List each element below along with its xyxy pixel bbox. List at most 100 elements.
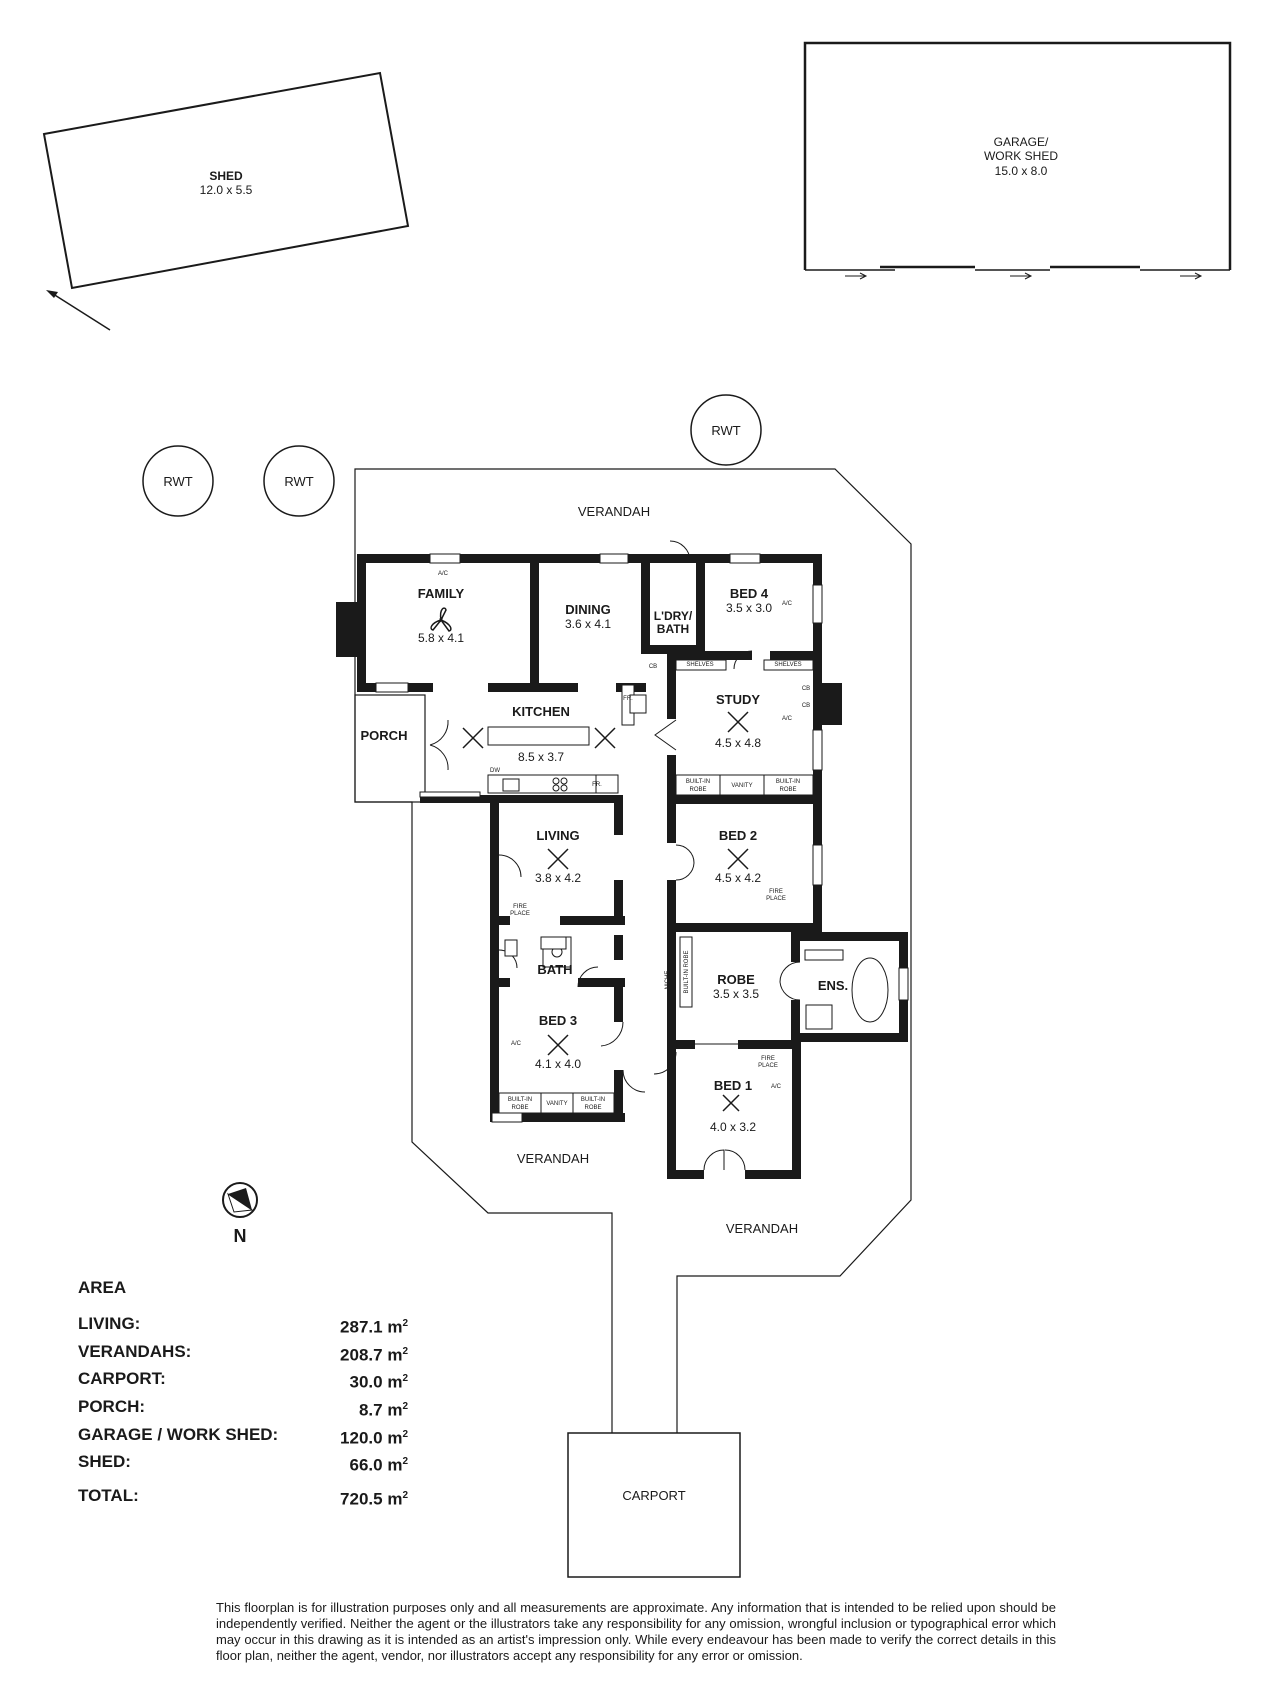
ceiling-fan-icon	[430, 607, 749, 1112]
ac-label: A/C	[771, 1084, 782, 1090]
built-ins	[498, 659, 889, 1114]
area-row-label: PORCH:	[78, 1396, 146, 1416]
fireplace-label: PLACE	[766, 896, 786, 902]
fireplace-label: FIRE	[761, 1056, 775, 1062]
garage-size: 15.0 x 8.0	[995, 164, 1048, 178]
windows	[375, 553, 909, 1123]
ac-label: A/C	[511, 1041, 522, 1047]
built-in-robe-label: BUILT-IN ROBE	[684, 951, 690, 994]
room-bath-label: BATH	[537, 962, 572, 977]
robe-label: ROBE	[689, 787, 706, 793]
doors	[429, 540, 801, 1171]
built-in-label: BUILT-IN	[581, 1097, 605, 1103]
room-bed4-size: 3.5 x 3.0	[726, 601, 772, 615]
room-robe-label: ROBE	[717, 972, 755, 987]
rainwater-tank: RWT	[690, 394, 762, 466]
room-robe-size: 3.5 x 3.5	[713, 987, 759, 1001]
ac-label: A/C	[782, 716, 793, 722]
cb-label: CB	[649, 664, 657, 670]
area-row: CARPORT: 30.0 m2	[78, 1367, 408, 1395]
room-living-label: LIVING	[536, 828, 579, 843]
rwt-label: RWT	[163, 474, 192, 489]
verandah-label: VERANDAH	[578, 504, 650, 519]
built-in-label: BUILT-IN	[776, 779, 800, 785]
room-family-size: 5.8 x 4.1	[418, 631, 464, 645]
porch-outline	[354, 694, 426, 803]
room-laundry-label-1: L'DRY/	[654, 609, 693, 623]
area-row: SHED: 66.0 m2	[78, 1450, 408, 1478]
carport-outline	[567, 1432, 741, 1578]
compass-north-label: N	[234, 1226, 247, 1246]
room-bed2-label: BED 2	[719, 828, 757, 843]
area-row: PORCH: 8.7 m2	[78, 1395, 408, 1423]
room-kitchen-size: 8.5 x 3.7	[518, 750, 564, 764]
area-row-label: LIVING:	[78, 1314, 141, 1333]
vanity-label: VANITY	[546, 1101, 567, 1107]
room-porch-label: PORCH	[361, 728, 408, 743]
ac-label: A/C	[782, 601, 793, 607]
area-row-label: SHED:	[78, 1452, 131, 1472]
room-dining-size: 3.6 x 4.1	[565, 617, 611, 631]
direction-arrow	[46, 290, 111, 331]
rwt-label: RWT	[711, 423, 740, 438]
room-dining-label: DINING	[565, 602, 611, 617]
fireplace-label: PLACE	[758, 1063, 778, 1069]
rainwater-tank: RWT	[142, 445, 214, 517]
shed-label: SHED	[209, 169, 243, 183]
room-laundry-label-2: BATH	[657, 622, 689, 636]
kitchen-bench	[487, 684, 647, 794]
area-total-row: TOTAL: 720.5 m2	[78, 1484, 408, 1512]
fireplace-label: PLACE	[510, 911, 530, 917]
area-row: GARAGE / WORK SHED: 120.0 m2	[78, 1423, 408, 1451]
area-row-value: 66.0 m2	[349, 1455, 408, 1475]
robe-label: ROBE	[779, 787, 796, 793]
room-bed3-size: 4.1 x 4.0	[535, 1057, 581, 1071]
verandah-label: VERANDAH	[517, 1151, 589, 1166]
compass-icon	[222, 1182, 258, 1218]
ac-label: A/C	[438, 571, 449, 577]
room-bed2-size: 4.5 x 4.2	[715, 871, 761, 885]
area-summary: AREA LIVING: 287.1 m2 VERANDAHS: 208.7 m…	[78, 1278, 408, 1512]
shelves-label: SHELVES	[774, 662, 801, 668]
cb-label: CB	[802, 703, 810, 709]
room-bed1-size: 4.0 x 3.2	[710, 1120, 756, 1134]
room-study-label: STUDY	[716, 692, 760, 707]
fridge-label: FR.	[623, 696, 633, 702]
fireplace-label: FIRE	[769, 889, 783, 895]
area-total-label: TOTAL:	[78, 1485, 139, 1505]
garage-label-line2: WORK SHED	[984, 149, 1058, 163]
garage-label-line1: GARAGE/	[994, 135, 1049, 149]
room-family-label: FAMILY	[418, 586, 465, 601]
fireplace-label: FIRE	[513, 904, 527, 910]
room-bed3-label: BED 3	[539, 1013, 577, 1028]
robe-label: ROBE	[584, 1105, 601, 1111]
area-total-value: 720.5 m2	[340, 1489, 408, 1509]
niche-label: NICHE	[665, 971, 671, 990]
carport-label: CARPORT	[622, 1488, 685, 1503]
area-row-value: 120.0 m2	[340, 1428, 408, 1448]
verandah-label: VERANDAH	[726, 1221, 798, 1236]
area-row-label: VERANDAHS:	[78, 1341, 192, 1361]
room-bed1-label: BED 1	[714, 1078, 752, 1093]
room-study-size: 4.5 x 4.8	[715, 736, 761, 750]
area-row-value: 287.1 m2	[340, 1317, 408, 1337]
area-heading: AREA	[78, 1278, 127, 1297]
fridge-label: FR.	[592, 782, 602, 788]
robe-label: ROBE	[511, 1105, 528, 1111]
garage-work-shed: GARAGE/ WORK SHED 15.0 x 8.0	[803, 41, 1232, 280]
area-row-value: 208.7 m2	[340, 1345, 408, 1365]
area-row-value: 8.7 m2	[358, 1400, 408, 1420]
disclaimer-text: This floorplan is for illustration purpo…	[216, 1600, 1056, 1663]
dishwasher-label: DW	[490, 768, 500, 774]
vanity-label: VANITY	[731, 783, 752, 789]
area-row: VERANDAHS: 208.7 m2	[78, 1340, 408, 1368]
area-row: LIVING: 287.1 m2	[78, 1312, 408, 1340]
built-in-label: BUILT-IN	[686, 779, 710, 785]
cb-label: CB	[802, 686, 810, 692]
rainwater-tank: RWT	[263, 445, 335, 517]
rwt-label: RWT	[284, 474, 313, 489]
area-row-label: CARPORT:	[78, 1369, 166, 1389]
shed-size: 12.0 x 5.5	[200, 183, 253, 197]
built-in-label: BUILT-IN	[508, 1097, 532, 1103]
